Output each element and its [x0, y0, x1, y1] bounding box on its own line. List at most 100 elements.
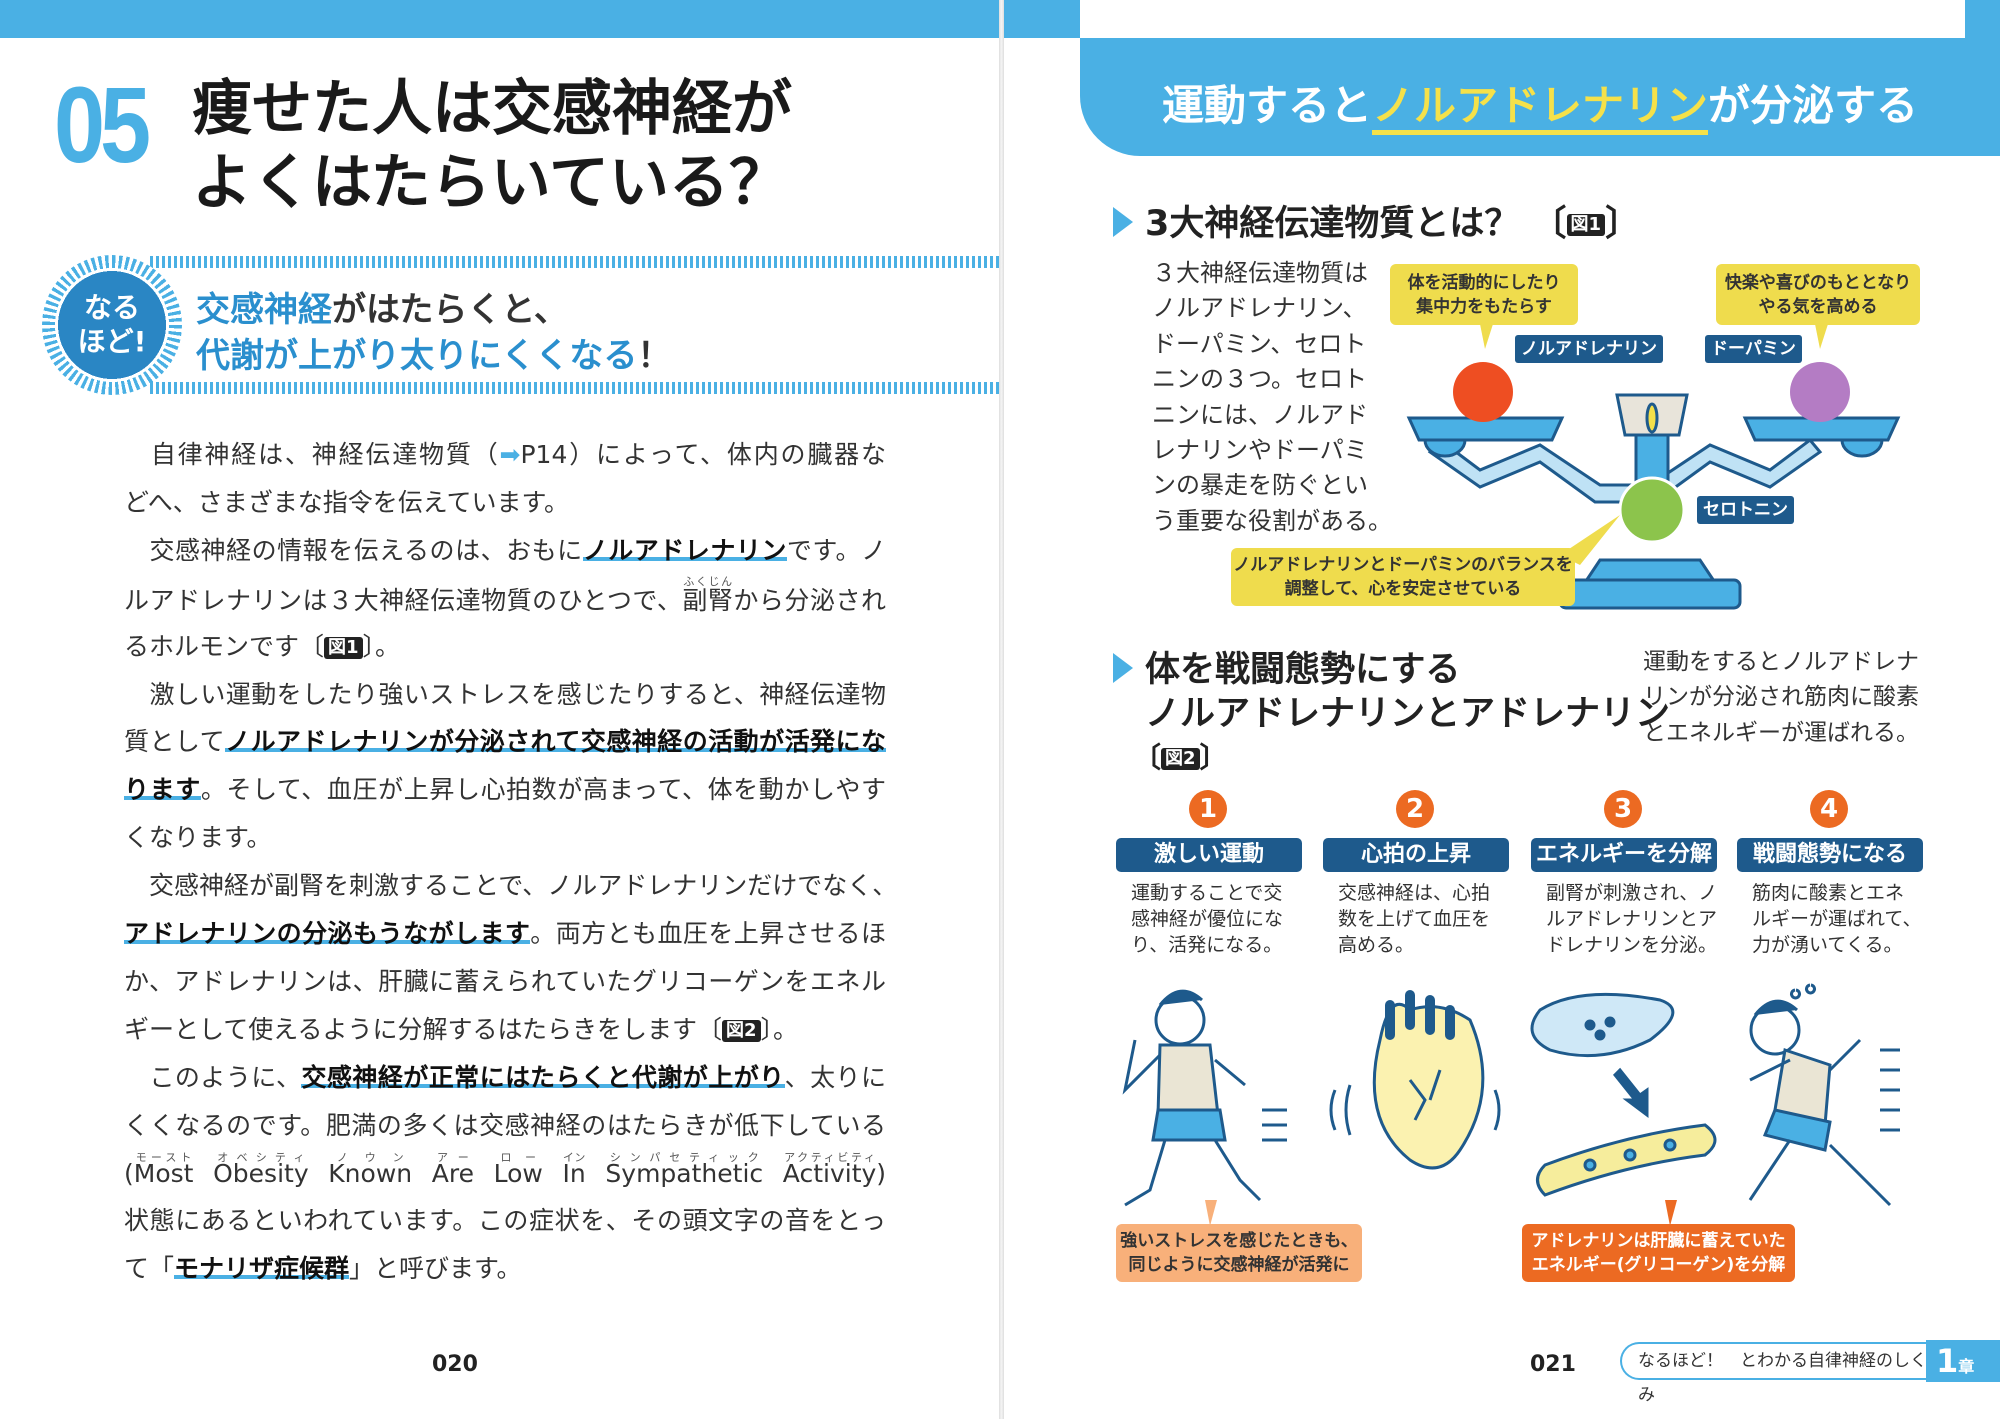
noradrenaline-label: ノルアドレナリン — [1515, 335, 1663, 363]
step-description-line: り、活発になる。 — [1131, 934, 1283, 956]
text-run: ルアドレナリンは３大神経伝達物質のひとつで、 — [124, 585, 683, 615]
highlighted-phrase: ノルアドレナリンが分泌されて交感神経の活動が活発にな — [225, 727, 886, 757]
subtitle-text: ！ — [637, 336, 672, 376]
arrow-right-icon: ➡ — [499, 440, 521, 469]
text-run: くくなるのです。肥満の多くは交感神経のはたらきが低下している — [124, 1110, 886, 1140]
callout-text: 快楽や喜びのもととなり — [1724, 272, 1912, 293]
step-description-line: 力が湧いてくる。 — [1752, 934, 1903, 956]
badge-text: ほど! — [77, 325, 147, 358]
subtitle-keyword: 代謝が上がり太りにくくなる — [196, 336, 638, 376]
dotted-rule — [150, 256, 1000, 268]
text-run: 。そして、血圧が上昇し心拍数が高まって、体を動かしやす — [200, 775, 886, 805]
step-description-line: 数を上げて血圧を — [1338, 908, 1491, 930]
step-label: エネルギーを分解 — [1531, 838, 1717, 872]
balance-scale-icon — [1406, 393, 1901, 610]
body-line: ギーとして使えるように分解するはたらきをします〔図2〕。 — [124, 1006, 886, 1054]
step-description-line: 運動することで交 — [1131, 882, 1283, 904]
step-description-line: 筋肉に酸素とエネ — [1752, 882, 1905, 904]
note-line: 運動をするとノルアドレナ — [1643, 649, 1919, 675]
text-run: ギーとして使えるように分解するはたらきをします〔 — [124, 1014, 723, 1044]
text-run: です。ノ — [786, 535, 886, 565]
callout-pointer — [1205, 1200, 1217, 1226]
highlighted-phrase: ノルアドレナリン — [582, 535, 787, 565]
body-line: 交感神経が副腎を刺激することで、ノルアドレナリンだけでなく、 — [124, 862, 897, 910]
step-label: 戦闘態勢になる — [1737, 838, 1923, 872]
callout-text: 強いストレスを感じたときも、 — [1120, 1231, 1358, 1251]
dopamine-ball — [1790, 362, 1850, 422]
chapter-tab: 1章 — [1926, 1340, 2000, 1382]
callout-text: 調整して、心を安定させている — [1284, 579, 1522, 599]
text-run: ) — [876, 1158, 887, 1188]
chapter-suffix: 章 — [1958, 1357, 1975, 1376]
paragraph-line: う重要な役割がある。 — [1152, 506, 1392, 535]
heart-illustration — [1329, 990, 1501, 1170]
text-run: て「 — [124, 1254, 175, 1284]
text-run: か、アドレナリンは、肝臓に蓄えられていたグリコーゲンをエネル — [124, 966, 886, 996]
figure-ref: 図1 — [1566, 214, 1606, 236]
dopamine-label: ドーパミン — [1705, 335, 1802, 363]
callout-pointer — [1560, 515, 1620, 565]
step-description-line: 副腎が刺激され、ノ — [1546, 882, 1718, 904]
body-line: 激しい運動をしたり強いストレスを感じたりすると、神経伝達物 — [124, 671, 886, 719]
section-number: 05 — [54, 64, 151, 185]
ruby-word: Areアー — [431, 1150, 474, 1188]
heading-text: 体を戦闘態勢にする — [1145, 650, 1461, 690]
triangle-bullet-icon — [1113, 653, 1133, 683]
header-title: 運動するとノルアドレナリンが分泌する — [1080, 72, 2000, 135]
body-line: ります。そして、血圧が上昇し心拍数が高まって、体を動かしやす — [124, 766, 886, 814]
body-line: (Mostモースト Obesityオベシティ Knownノウン Areアー Lo… — [124, 1150, 886, 1198]
text-run: から分泌され — [733, 585, 886, 615]
body-line: くなります。 — [124, 814, 886, 862]
body-line: ルアドレナリンは３大神経伝達物質のひとつで、副腎ふくじんから分泌され — [124, 575, 886, 623]
text-run: 。両方とも血圧を上昇させるほ — [530, 919, 886, 948]
step-number-badge: 4 — [1810, 790, 1848, 828]
body-line: くくなるのです。肥満の多くは交感神経のはたらきが低下している — [124, 1102, 886, 1150]
text-run: 〕。 — [362, 631, 401, 661]
highlighted-phrase: モナリザ症候群 — [174, 1254, 350, 1284]
note-line: リンが分泌され筋肉に酸素 — [1643, 684, 1919, 711]
step-description: 副腎が刺激され、ノルアドレナリンとアドレナリンを分泌。 — [1546, 880, 1721, 958]
text-run: 自律神経は、神経伝達物質（ — [124, 440, 500, 469]
ruby-word: Lowロー — [493, 1150, 543, 1188]
section1-heading: 3大神経伝達物質とは？ 〔図1〕 — [1113, 202, 1640, 246]
step-description: 交感神経は、心拍数を上げて血圧を高める。 — [1338, 880, 1513, 958]
header-text: 運動すると — [1161, 81, 1372, 130]
triangle-bullet-icon — [1113, 207, 1133, 237]
step-description-line: ルギーが運ばれて、 — [1752, 908, 1922, 930]
text-run: 交感神経の情報を伝えるのは、おもに — [124, 535, 583, 565]
noradrenaline-callout: 体を活動的にしたり集中力をもたらす — [1390, 264, 1578, 325]
step-description-line: 交感神経は、心拍 — [1338, 882, 1491, 904]
naruhodo-badge: なる ほど! — [42, 255, 182, 395]
figure-ref: 図1 — [324, 636, 363, 659]
step-label: 心拍の上昇 — [1323, 838, 1509, 872]
top-color-bar — [1004, 0, 1080, 38]
callout-pointer — [1815, 324, 1828, 349]
runner-illustration — [1122, 989, 1287, 1207]
subtitle-text: がはたらくと、 — [332, 290, 568, 330]
step-description: 運動することで交感神経が優位になり、活発になる。 — [1131, 880, 1306, 958]
subtitle-line-1: 交感神経がはたらくと、 — [196, 282, 568, 331]
step-description-line: 高める。 — [1338, 934, 1415, 956]
liver-muscle-illustration — [1530, 992, 1717, 1197]
ruby-word: Mostモースト — [133, 1150, 194, 1188]
callout-text: 同じように交感神経が活発に — [1128, 1255, 1350, 1275]
text-run: 激しい運動をしたり強いストレスを感じたりすると、神経伝達物 — [124, 679, 886, 709]
serotonin-label: セロトニン — [1697, 496, 1794, 524]
body-line: 状態にあるといわれています。この症状を、その頭文字の音をとっ — [124, 1197, 886, 1245]
page-gutter — [999, 0, 1004, 1419]
top-color-bar — [1965, 0, 2000, 38]
body-line: 質としてノルアドレナリンが分泌されて交感神経の活動が活発にな — [124, 718, 886, 766]
body-line: か、アドレナリンは、肝臓に蓄えられていたグリコーゲンをエネル — [124, 958, 886, 1006]
page-title: 痩せた人は交感神経が よくはたらいている？ — [192, 72, 792, 220]
section2-note: 運動をするとノルアドレナ リンが分泌され筋肉に酸素 とエネルギーが運ばれる。 — [1643, 645, 1919, 751]
text-run: 交感神経が副腎を刺激することで、ノルアドレナリンだけでなく、 — [124, 871, 898, 901]
callout-text: アドレナリンは肝臓に蓄えていた — [1531, 1231, 1786, 1251]
ruby-word: 副腎ふくじん — [682, 574, 734, 615]
text-run: P14）によって、体内の臓器な — [520, 440, 886, 469]
text-run: るホルモンです〔 — [124, 631, 325, 661]
top-color-bar — [0, 0, 999, 38]
ruby-word: Obesityオベシティ — [213, 1150, 309, 1188]
chapter-number: 1 — [1936, 1342, 1959, 1380]
text-run: このように、 — [124, 1062, 302, 1092]
